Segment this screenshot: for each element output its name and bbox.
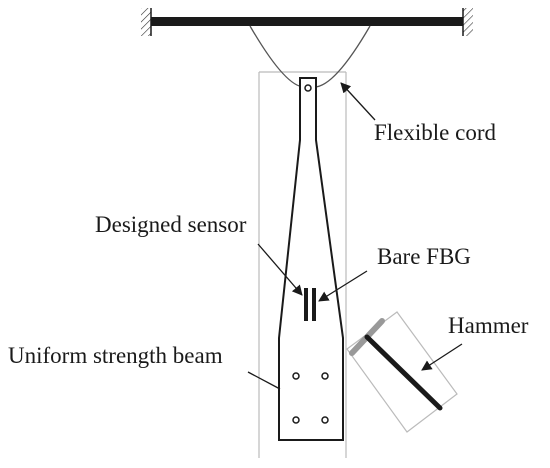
- background-frame: [258, 71, 347, 458]
- top-support-beam: [151, 17, 463, 26]
- hammer-icon: [349, 318, 443, 411]
- uniform-strength-beam-label: Uniform strength beam: [8, 343, 223, 368]
- bare-fbg-mark: [312, 288, 316, 321]
- uniform-strength-beam-arrow: [247, 371, 281, 390]
- designed-sensor-arrow: [257, 243, 303, 296]
- bare-fbg-arrow: [318, 270, 368, 302]
- uniform-strength-beam-shape: [278, 77, 344, 441]
- bare-fbg-label: Bare FBG: [377, 244, 471, 269]
- left-wall-support: [141, 8, 152, 36]
- designed-sensor-mark: [304, 288, 308, 321]
- designed-sensor-label: Designed sensor: [95, 212, 247, 237]
- hammer-label: Hammer: [448, 313, 529, 338]
- flexible-cord-arrow: [340, 82, 376, 121]
- right-wall-support: [462, 8, 473, 36]
- cord-attachment-hole: [304, 84, 312, 92]
- flexible-cord-label: Flexible cord: [374, 120, 496, 145]
- beam-bolts: [292, 372, 329, 424]
- hammer-arrow: [421, 343, 463, 371]
